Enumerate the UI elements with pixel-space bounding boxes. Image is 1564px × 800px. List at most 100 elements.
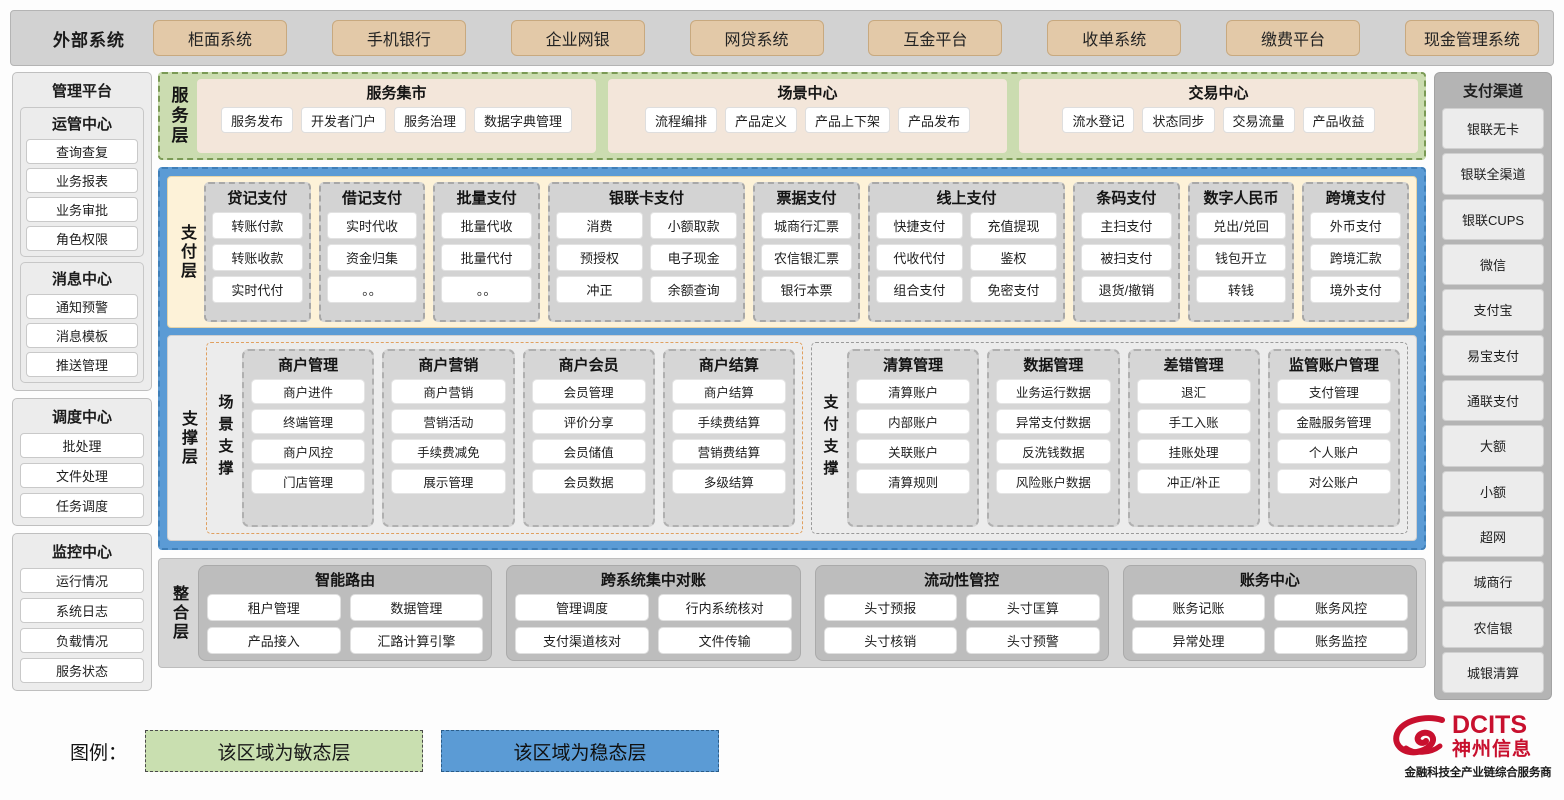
payment-channel-item[interactable]: 微信 — [1442, 243, 1544, 286]
payment-chip[interactable]: 批量代付 — [441, 244, 532, 271]
payment-chip[interactable]: 实时代付 — [212, 276, 303, 303]
payment-channel-item[interactable]: 银联CUPS — [1442, 198, 1544, 240]
support-chip[interactable]: 评价分享 — [531, 409, 646, 434]
support-chip[interactable]: 会员管理 — [531, 379, 646, 404]
management-menu-item[interactable]: 批处理 — [20, 433, 144, 458]
payment-chip[interactable]: 外币支付 — [1310, 212, 1402, 239]
management-menu-item[interactable]: 任务调度 — [20, 493, 144, 518]
payment-chip[interactable]: 跨境汇款 — [1310, 244, 1402, 271]
management-menu-item[interactable]: 查询查复 — [26, 139, 138, 164]
management-menu-item[interactable]: 角色权限 — [26, 226, 138, 251]
payment-chip[interactable]: 。。 — [326, 276, 418, 303]
payment-channel-item[interactable]: 农信银 — [1442, 606, 1544, 648]
external-system-chip[interactable]: 网贷系统 — [689, 20, 824, 56]
service-chip[interactable]: 数据字典管理 — [474, 107, 573, 133]
service-chip[interactable]: 服务发布 — [220, 107, 293, 133]
payment-chip[interactable]: 批量代收 — [441, 212, 532, 239]
support-chip[interactable]: 清算账户 — [856, 379, 971, 404]
support-chip[interactable]: 商户结算 — [671, 379, 786, 404]
support-chip[interactable]: 展示管理 — [391, 469, 506, 494]
payment-channel-item[interactable]: 城银清算 — [1442, 651, 1544, 694]
service-chip[interactable]: 交易流量 — [1222, 107, 1295, 133]
payment-chip[interactable]: 充值提现 — [969, 212, 1058, 239]
management-menu-item[interactable]: 系统日志 — [20, 598, 144, 623]
support-chip[interactable]: 退汇 — [1136, 379, 1251, 404]
integration-chip[interactable]: 账务记账 — [1131, 594, 1266, 621]
payment-chip[interactable]: 境外支付 — [1310, 276, 1402, 303]
service-chip[interactable]: 开发者门户 — [300, 107, 386, 133]
payment-channel-item[interactable]: 易宝支付 — [1442, 334, 1544, 376]
support-chip[interactable]: 营销活动 — [391, 409, 506, 434]
service-chip[interactable]: 产品上下架 — [805, 107, 891, 133]
service-chip[interactable]: 流程编排 — [644, 107, 717, 133]
payment-chip[interactable]: 消费 — [555, 212, 644, 239]
payment-chip[interactable]: 城商行汇票 — [761, 212, 852, 239]
management-menu-item[interactable]: 通知预警 — [26, 294, 138, 319]
payment-chip[interactable]: 实时代收 — [326, 212, 418, 239]
service-chip[interactable]: 产品收益 — [1302, 107, 1375, 133]
integration-chip[interactable]: 行内系统核对 — [657, 594, 792, 621]
payment-channel-item[interactable]: 大额 — [1442, 425, 1544, 467]
support-chip[interactable]: 关联账户 — [856, 439, 971, 464]
payment-chip[interactable]: 兑出/兑回 — [1195, 212, 1287, 239]
integration-chip[interactable]: 文件传输 — [657, 627, 792, 654]
payment-chip[interactable]: 电子现金 — [650, 244, 738, 271]
payment-chip[interactable]: 免密支付 — [969, 276, 1058, 303]
integration-chip[interactable]: 头寸预报 — [823, 594, 958, 621]
payment-chip[interactable]: 小额取款 — [650, 212, 738, 239]
management-menu-item[interactable]: 服务状态 — [20, 658, 144, 683]
external-system-chip[interactable]: 柜面系统 — [153, 20, 287, 56]
support-chip[interactable]: 商户进件 — [251, 379, 366, 404]
management-menu-item[interactable]: 业务审批 — [26, 197, 138, 222]
support-chip[interactable]: 手工入账 — [1136, 409, 1251, 434]
payment-chip[interactable]: 组合支付 — [875, 276, 963, 303]
service-chip[interactable]: 流水登记 — [1062, 107, 1135, 133]
support-chip[interactable]: 业务运行数据 — [996, 379, 1111, 404]
payment-chip[interactable]: 转账收款 — [212, 244, 303, 271]
payment-chip[interactable]: 冲正 — [555, 276, 644, 303]
payment-channel-item[interactable]: 银联无卡 — [1442, 108, 1544, 150]
payment-chip[interactable]: 余额查询 — [650, 276, 738, 303]
support-chip[interactable]: 商户营销 — [391, 379, 506, 404]
support-chip[interactable]: 手续费减免 — [391, 439, 506, 464]
support-chip[interactable]: 内部账户 — [856, 409, 971, 434]
external-system-chip[interactable]: 收单系统 — [1047, 20, 1182, 56]
service-chip[interactable]: 服务治理 — [394, 107, 467, 133]
management-menu-item[interactable]: 消息模板 — [26, 323, 138, 348]
integration-chip[interactable]: 异常处理 — [1131, 627, 1266, 654]
integration-chip[interactable]: 支付渠道核对 — [515, 627, 649, 654]
external-system-chip[interactable]: 现金管理系统 — [1404, 20, 1539, 56]
payment-channel-item[interactable]: 小额 — [1442, 470, 1544, 512]
payment-chip[interactable]: 主扫支付 — [1081, 212, 1172, 239]
payment-channel-item[interactable]: 通联支付 — [1442, 379, 1544, 422]
payment-chip[interactable]: 。。 — [441, 276, 532, 303]
payment-channel-item[interactable]: 银联全渠道 — [1442, 153, 1544, 195]
integration-chip[interactable]: 产品接入 — [207, 627, 341, 654]
integration-chip[interactable]: 账务监控 — [1274, 627, 1408, 654]
support-chip[interactable]: 挂账处理 — [1136, 439, 1251, 464]
support-chip[interactable]: 对公账户 — [1276, 469, 1391, 494]
support-chip[interactable]: 门店管理 — [251, 469, 366, 494]
external-system-chip[interactable]: 互金平台 — [868, 20, 1003, 56]
management-menu-item[interactable]: 文件处理 — [20, 463, 144, 488]
integration-chip[interactable]: 头寸匡算 — [966, 594, 1100, 621]
integration-chip[interactable]: 管理调度 — [515, 594, 649, 621]
payment-chip[interactable]: 被扫支付 — [1081, 244, 1172, 271]
payment-channel-item[interactable]: 城商行 — [1442, 561, 1544, 603]
payment-chip[interactable]: 银行本票 — [761, 276, 852, 303]
support-chip[interactable]: 冲正/补正 — [1136, 469, 1251, 494]
payment-chip[interactable]: 退货/撤销 — [1081, 276, 1172, 303]
service-chip[interactable]: 产品发布 — [898, 107, 971, 133]
integration-chip[interactable]: 头寸预警 — [966, 627, 1100, 654]
payment-chip[interactable]: 农信银汇票 — [761, 244, 852, 271]
support-chip[interactable]: 终端管理 — [251, 409, 366, 434]
support-chip[interactable]: 清算规则 — [856, 469, 971, 494]
management-menu-item[interactable]: 推送管理 — [26, 352, 138, 377]
payment-chip[interactable]: 钱包开立 — [1195, 244, 1287, 271]
integration-chip[interactable]: 数据管理 — [349, 594, 484, 621]
support-chip[interactable]: 手续费结算 — [671, 409, 786, 434]
management-menu-item[interactable]: 负载情况 — [20, 628, 144, 653]
integration-chip[interactable]: 头寸核销 — [823, 627, 958, 654]
support-chip[interactable]: 风险账户数据 — [996, 469, 1111, 494]
integration-chip[interactable]: 汇路计算引擎 — [349, 627, 484, 654]
